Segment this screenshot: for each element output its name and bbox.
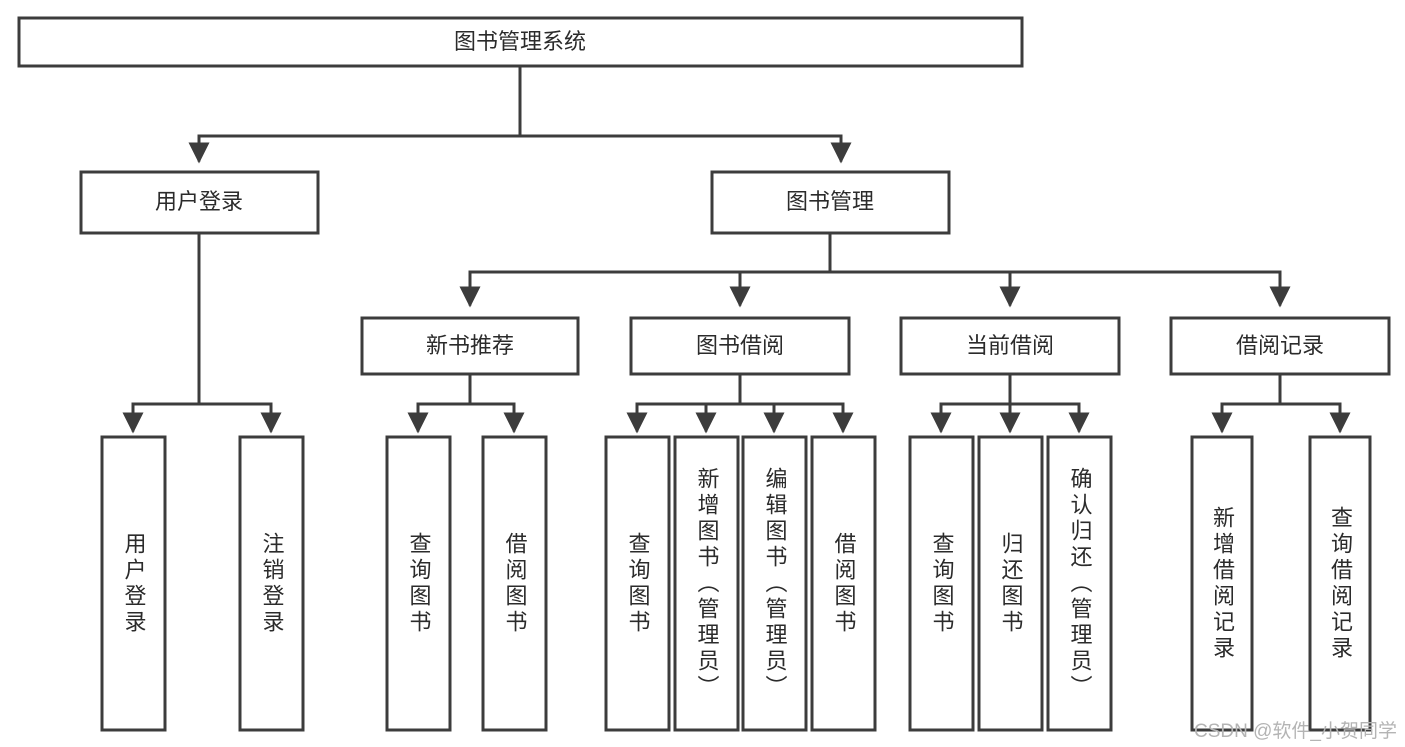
node-new-book-recommend-label: 新书推荐 bbox=[426, 333, 514, 358]
leaf-box-query-book-2[interactable] bbox=[604, 435, 671, 732]
connector-newbook-to-leaves bbox=[407, 373, 525, 434]
node-book-manage-label: 图书管理 bbox=[786, 189, 874, 214]
leaf-box-return-book[interactable] bbox=[977, 435, 1044, 732]
node-user-login[interactable]: 用户登录 bbox=[79, 170, 320, 235]
leaf-box-confirm-return[interactable] bbox=[1046, 435, 1113, 732]
leaf-box-logout-login[interactable] bbox=[238, 435, 305, 732]
leaf-box-query-book-1[interactable] bbox=[385, 435, 452, 732]
node-borrow-record-label: 借阅记录 bbox=[1236, 333, 1324, 358]
leaf-box-query-book-3[interactable] bbox=[908, 435, 975, 732]
connector-borrowrecord-to-leaves bbox=[1211, 373, 1351, 434]
node-new-book-recommend[interactable]: 新书推荐 bbox=[360, 316, 580, 376]
node-book-manage[interactable]: 图书管理 bbox=[710, 170, 951, 235]
csdn-watermark: CSDN @软件_小贺同学 bbox=[1194, 721, 1397, 742]
connector-userlogin-to-leaves bbox=[122, 232, 282, 434]
node-borrow-record[interactable]: 借阅记录 bbox=[1169, 316, 1391, 376]
node-root-label: 图书管理系统 bbox=[454, 29, 586, 54]
node-book-borrow[interactable]: 图书借阅 bbox=[629, 316, 851, 376]
node-current-borrow-label: 当前借阅 bbox=[966, 333, 1054, 358]
leaf-box-query-record[interactable] bbox=[1308, 435, 1372, 732]
leaf-box-edit-book[interactable] bbox=[741, 435, 808, 732]
connector-currentborrow-to-leaves bbox=[930, 373, 1090, 434]
leaf-box-borrow-book-1[interactable] bbox=[481, 435, 548, 732]
node-user-login-label: 用户登录 bbox=[155, 189, 243, 214]
leaf-box-borrow-book-2[interactable] bbox=[810, 435, 877, 732]
connector-bookborrow-to-leaves bbox=[626, 373, 854, 434]
node-root[interactable]: 图书管理系统 bbox=[17, 16, 1024, 68]
connector-bookmanage-to-level3 bbox=[459, 232, 1291, 308]
node-book-borrow-label: 图书借阅 bbox=[696, 333, 784, 358]
connector-root-to-level2 bbox=[188, 64, 852, 164]
leaf-box-add-record[interactable] bbox=[1190, 435, 1254, 732]
node-current-borrow[interactable]: 当前借阅 bbox=[899, 316, 1121, 376]
leaf-box-user-login[interactable] bbox=[100, 435, 167, 732]
leaf-box-add-book[interactable] bbox=[673, 435, 740, 732]
